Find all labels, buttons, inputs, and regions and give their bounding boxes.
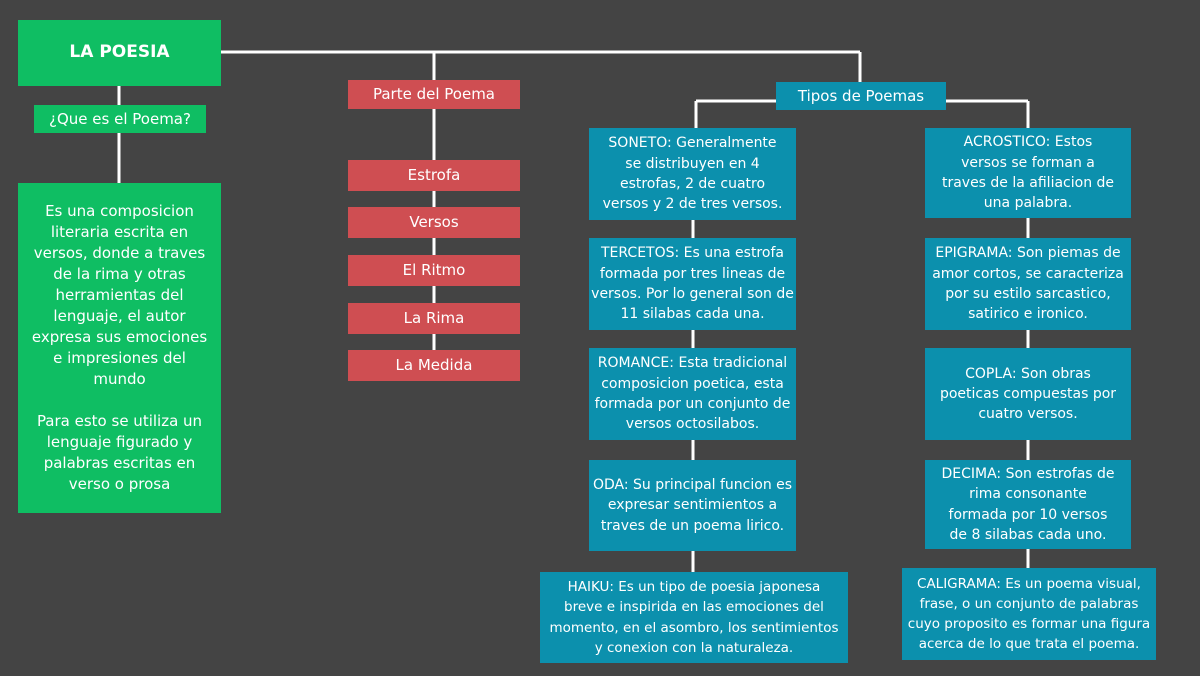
type-oda-node: ODA: Su principal funcion es expresar se… (589, 460, 796, 551)
question-label: ¿Que es el Poema? (49, 109, 191, 128)
definition-node: Es una composicion literaria escrita en … (18, 183, 221, 513)
part-item-estrofa: Estrofa (348, 160, 520, 191)
type-copla-node: COPLA: Son obras poeticas compuestas por… (925, 348, 1131, 440)
part-item-label: Versos (409, 213, 459, 232)
type-epigrama-node: EPIGRAMA: Son piemas de amor cortos, se … (925, 238, 1131, 330)
question-node: ¿Que es el Poema? (34, 105, 206, 133)
type-description: ACROSTICO: Estos versos se forman a trav… (941, 134, 1115, 212)
root-node: LA POESIA (18, 20, 221, 86)
type-description: SONETO: Generalmente se distribuyen en 4… (602, 135, 783, 213)
type-description: TERCETOS: Es una estrofa formada por tre… (591, 245, 794, 323)
type-description: CALIGRAMA: Es un poema visual, frase, o … (907, 575, 1151, 653)
types-header-label: Tipos de Poemas (797, 86, 925, 105)
part-item-label: La Rima (403, 309, 465, 328)
type-romance-node: ROMANCE: Esta tradicional composicion po… (589, 348, 796, 440)
definition-text: Es una composicion literaria escrita en … (31, 202, 208, 493)
type-description: DECIMA: Son estrofas de rima consonante … (941, 465, 1115, 543)
type-decima-node: DECIMA: Son estrofas de rima consonante … (925, 460, 1131, 549)
type-description: HAIKU: Es un tipo de poesia japonesa bre… (549, 579, 839, 656)
part-item-label: Estrofa (407, 166, 461, 185)
part-item-versos: Versos (348, 207, 520, 238)
type-description: COPLA: Son obras poeticas compuestas por… (939, 365, 1117, 423)
part-item-label: La Medida (395, 356, 473, 375)
type-description: ROMANCE: Esta tradicional composicion po… (594, 355, 791, 433)
types-header-node: Tipos de Poemas (776, 82, 946, 110)
type-description: EPIGRAMA: Son piemas de amor cortos, se … (932, 245, 1124, 323)
root-title: LA POESIA (69, 42, 170, 63)
part-item-label: El Ritmo (402, 261, 466, 280)
type-soneto-node: SONETO: Generalmente se distribuyen en 4… (589, 128, 796, 220)
part-item-ritmo: El Ritmo (348, 255, 520, 286)
type-caligrama-node: CALIGRAMA: Es un poema visual, frase, o … (902, 568, 1156, 660)
type-acrostico-node: ACROSTICO: Estos versos se forman a trav… (925, 128, 1131, 218)
part-item-rima: La Rima (348, 303, 520, 334)
part-item-medida: La Medida (348, 350, 520, 381)
parts-header-node: Parte del Poema (348, 80, 520, 109)
parts-header-label: Parte del Poema (372, 85, 495, 104)
type-description: ODA: Su principal funcion es expresar se… (592, 477, 793, 534)
type-tercetos-node: TERCETOS: Es una estrofa formada por tre… (589, 238, 796, 330)
type-haiku-node: HAIKU: Es un tipo de poesia japonesa bre… (540, 572, 848, 663)
